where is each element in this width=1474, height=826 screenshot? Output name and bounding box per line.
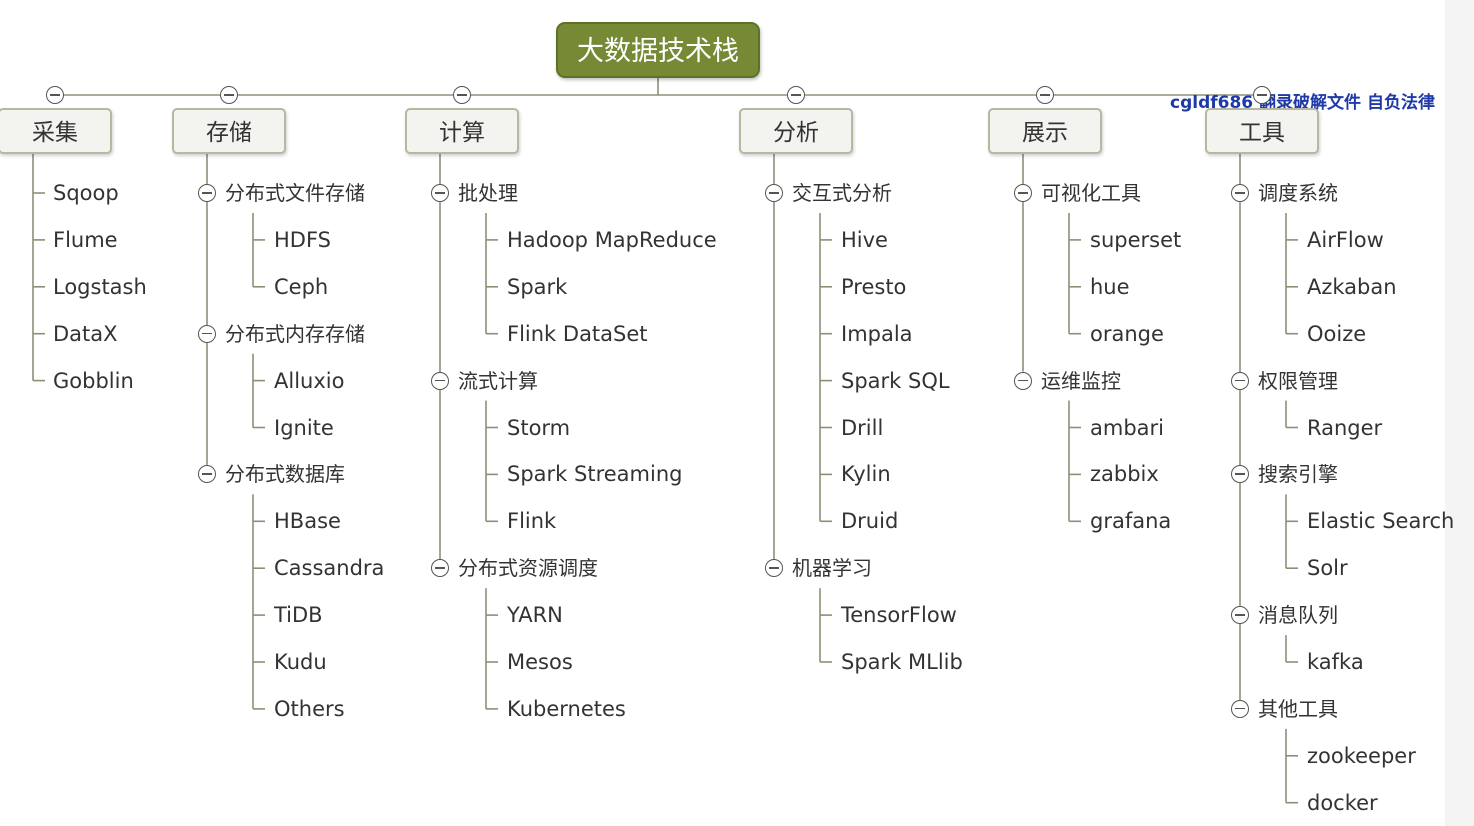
group-toggle-icon[interactable] [431, 371, 449, 390]
leaf-node[interactable]: Flink DataSet [507, 321, 648, 346]
group-toggle-icon[interactable] [1231, 184, 1249, 202]
group-toggle-icon[interactable] [765, 184, 783, 202]
group-toggle-icon[interactable] [1014, 184, 1032, 202]
group-node[interactable]: 其他工具 [1258, 696, 1338, 721]
leaf-node[interactable]: Kudu [274, 650, 327, 674]
leaf-node[interactable]: docker [1307, 790, 1378, 815]
leaf-node[interactable]: Solr [1307, 556, 1348, 581]
category-toggle-icon[interactable] [453, 86, 471, 104]
leaf-node[interactable]: Sqoop [53, 181, 119, 205]
group-toggle-icon[interactable] [765, 559, 783, 578]
group-node[interactable]: 机器学习 [792, 556, 872, 581]
group-node[interactable]: 消息队列 [1258, 603, 1338, 628]
leaf-node[interactable]: Azkaban [1307, 274, 1397, 299]
group-toggle-icon[interactable] [1231, 465, 1249, 484]
leaf-node[interactable]: YARN [507, 603, 563, 628]
category-toggle-icon[interactable] [1036, 86, 1054, 104]
leaf-node[interactable]: Hadoop MapReduce [507, 227, 717, 252]
leaf-node[interactable]: Ignite [274, 415, 334, 440]
leaf-node[interactable]: Storm [507, 415, 571, 440]
group-node[interactable]: 交互式分析 [792, 181, 892, 205]
leaf-node[interactable]: TensorFlow [841, 603, 957, 628]
category-3-node[interactable]: 分析 [739, 108, 853, 154]
leaf-node[interactable]: AirFlow [1307, 227, 1384, 252]
group-node[interactable]: 分布式数据库 [225, 462, 345, 487]
group-toggle-icon[interactable] [431, 559, 449, 578]
leaf-node[interactable]: Impala [841, 321, 913, 346]
leaf-node[interactable]: Hive [841, 227, 888, 252]
leaf-node[interactable]: TiDB [274, 603, 323, 628]
leaf-node[interactable]: hue [1090, 274, 1130, 299]
leaf-node[interactable]: HBase [274, 509, 341, 534]
leaf-node[interactable]: Elastic Search [1307, 509, 1455, 534]
leaf-node[interactable]: Others [274, 696, 345, 721]
leaf-node[interactable]: Mesos [507, 650, 573, 674]
group-node[interactable]: 分布式文件存储 [225, 181, 365, 205]
leaf-node[interactable]: Flink [507, 509, 557, 534]
leaf-node[interactable]: Drill [841, 415, 884, 440]
leaf-node[interactable]: Alluxio [274, 368, 345, 393]
leaf-node[interactable]: Ceph [274, 274, 329, 299]
leaf-node[interactable]: Spark SQL [841, 368, 950, 393]
leaf-node[interactable]: Gobblin [53, 368, 134, 393]
category-toggle-icon[interactable] [1253, 86, 1271, 104]
leaf-node[interactable]: Ooize [1307, 321, 1367, 346]
leaf-node[interactable]: Presto [841, 274, 907, 299]
category-toggle-icon[interactable] [46, 86, 64, 104]
category-4-node[interactable]: 展示 [988, 108, 1102, 154]
leaf-node[interactable]: Kubernetes [507, 696, 626, 721]
group-node[interactable]: 可视化工具 [1041, 181, 1141, 205]
leaf-node[interactable]: Cassandra [274, 556, 385, 581]
leaf-node[interactable]: Ranger [1307, 415, 1383, 440]
leaf-node[interactable]: zabbix [1090, 462, 1159, 487]
category-toggle-icon[interactable] [220, 86, 238, 104]
group-toggle-icon[interactable] [1231, 606, 1249, 625]
category-5-node[interactable]: 工具 [1205, 108, 1319, 154]
category-1-node[interactable]: 存储 [172, 108, 286, 154]
category-toggle-icon[interactable] [787, 86, 805, 104]
leaf-node[interactable]: DataX [53, 321, 118, 346]
leaf-node[interactable]: Spark [507, 274, 568, 299]
group-toggle-icon[interactable] [198, 465, 216, 484]
leaf-node[interactable]: superset [1090, 227, 1182, 252]
group-toggle-icon[interactable] [1014, 371, 1032, 390]
leaf-node[interactable]: Spark MLlib [841, 650, 963, 674]
category-0-node[interactable]: 采集 [0, 108, 112, 154]
leaf-node[interactable]: Druid [841, 509, 899, 534]
leaf-node[interactable]: HDFS [274, 227, 332, 252]
group-toggle-icon[interactable] [198, 184, 216, 202]
group-node[interactable]: 分布式内存存储 [225, 321, 365, 346]
group-node[interactable]: 批处理 [458, 181, 518, 205]
group-node[interactable]: 流式计算 [458, 368, 538, 393]
group-toggle-icon[interactable] [431, 184, 449, 202]
group-toggle-icon[interactable] [198, 324, 216, 343]
group-node[interactable]: 权限管理 [1258, 368, 1338, 393]
group-toggle-icon[interactable] [1231, 371, 1249, 390]
group-node[interactable]: 调度系统 [1258, 181, 1338, 205]
leaf-node[interactable]: grafana [1090, 509, 1172, 534]
leaf-node[interactable]: zookeeper [1307, 743, 1416, 768]
group-toggle-icon[interactable] [1231, 699, 1249, 718]
group-node[interactable]: 运维监控 [1041, 368, 1121, 393]
leaf-node[interactable]: ambari [1090, 415, 1164, 440]
page-edge [1445, 0, 1474, 826]
root-node[interactable]: 大数据技术栈 [556, 22, 760, 78]
leaf-node[interactable]: Logstash [53, 274, 147, 299]
group-node[interactable]: 搜索引擎 [1258, 462, 1338, 487]
leaf-node[interactable]: Spark Streaming [507, 462, 683, 487]
leaf-node[interactable]: kafka [1307, 650, 1364, 674]
leaf-node[interactable]: Kylin [841, 462, 891, 487]
leaf-node[interactable]: orange [1090, 321, 1164, 346]
group-node[interactable]: 分布式资源调度 [458, 556, 598, 581]
leaf-node[interactable]: Flume [53, 227, 118, 252]
category-2-node[interactable]: 计算 [405, 108, 519, 154]
